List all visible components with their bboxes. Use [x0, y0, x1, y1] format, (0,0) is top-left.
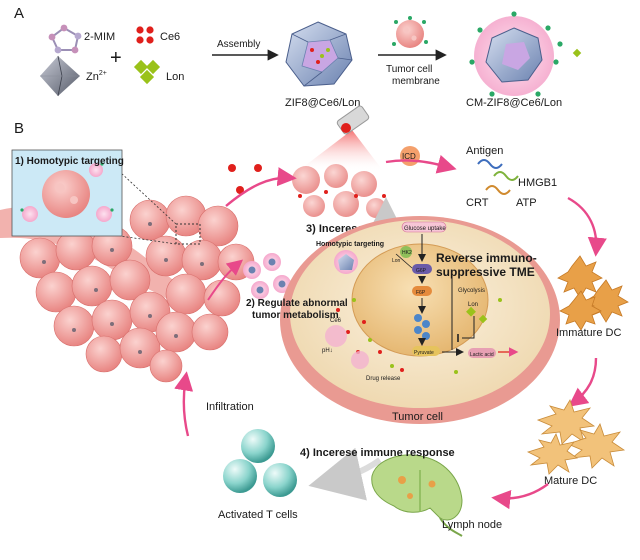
reagent-zn: Zn2+ [86, 70, 107, 83]
ph-label: pH↓ [322, 348, 333, 354]
f6p-label: F6P [416, 290, 426, 296]
homotypic-box-label: 1) Homotypic targeting [15, 156, 124, 167]
drug-release-label: Drug release [366, 376, 401, 382]
arrow-to-regulate [207, 259, 244, 301]
zn-octahedron-icon [40, 55, 80, 97]
product-zif8: ZIF8@Ce6/Lon [285, 97, 360, 109]
activated-t-cells [223, 429, 297, 497]
reagent-2-mim: 2-MIM [84, 31, 115, 43]
laser-icon [336, 105, 370, 135]
arrow-to-tcells [308, 447, 382, 501]
step2-label-line2: membrane [392, 76, 440, 87]
icd-label: ICD [402, 152, 416, 161]
reagent-lon: Lon [166, 71, 184, 83]
hk2-label: HK2 [402, 250, 412, 256]
mature-dc-label: Mature DC [544, 475, 597, 487]
plus-sign: + [110, 47, 122, 69]
infiltration-label: Infiltration [206, 401, 254, 413]
pdt-cell-debris [292, 164, 386, 218]
antigen-label: Antigen [466, 145, 503, 157]
tumor-cell-label: Tumor cell [392, 411, 443, 423]
glycolysis-label: Glycolysis [458, 288, 485, 294]
arrow-to-damps [385, 154, 457, 174]
step4-increase-immune: 4) Incerese immune response [300, 447, 455, 459]
endocytosed-particles [325, 250, 369, 369]
lactic-acid-label: Lactic acid [470, 352, 494, 358]
reagent-ce6: Ce6 [160, 31, 180, 43]
pyruvate-label: Pyruvate [414, 350, 434, 356]
tumor-mass [19, 195, 255, 383]
zif8-particle-icon [285, 21, 353, 87]
lymph-node-label: Lymph node [442, 519, 502, 531]
lon-uptake-label: Lon [392, 258, 401, 264]
incoming-nanoparticles [243, 253, 291, 299]
arrow-to-pdt [225, 167, 297, 207]
activated-t-cells-label: Activated T cells [218, 509, 298, 521]
g6p-label: G6P [416, 268, 427, 274]
arrow-to-lymph-node [491, 483, 549, 510]
product-cm-zif8: CM-ZIF8@Ce6/Lon [466, 97, 562, 109]
cm-zif8-particle-icon [469, 11, 582, 97]
lon-small-label: Lon [468, 302, 478, 308]
step2-regulate-line1: 2) Regulate abnormal [246, 298, 348, 309]
panel-b-label: B [14, 120, 24, 137]
glycolysis-pathway [395, 221, 519, 358]
homotypic-small-label: Homotypic targeting [316, 241, 384, 248]
tumor-membrane-icon [392, 16, 428, 48]
assembly-label: Assembly [217, 39, 260, 50]
immature-dc-label: Immature DC [556, 327, 621, 339]
zoom-line-top [119, 171, 177, 225]
reverse-tme-line1: Reverse immuno- [436, 251, 537, 265]
lon-diamonds-icon [133, 59, 161, 85]
arrow-to-immature-dc [567, 196, 607, 257]
immature-dc-cells [557, 255, 629, 331]
reverse-tme-line2: suppressive TME [436, 265, 535, 279]
damp-molecules [477, 159, 519, 195]
step2-regulate-line2: tumor metabolism [252, 310, 339, 321]
homotypic-inset [11, 149, 123, 237]
crt-label: CRT [466, 197, 489, 209]
atp-label: ATP [516, 197, 537, 209]
light-beam [302, 130, 384, 172]
hmgb1-label: HMGB1 [518, 177, 557, 189]
ce6-small-label: Ce6 [330, 318, 342, 324]
lymph-node [371, 454, 463, 537]
zoom-region-box [175, 223, 201, 245]
step2-label-line1: Tumor cell [386, 64, 432, 75]
zoom-line-bottom [119, 235, 177, 245]
glucose-uptake-label: Glucose uptake [404, 226, 446, 232]
ce6-dots-icon [136, 26, 154, 44]
ce6-release-dots [228, 164, 262, 194]
arrow-infiltration [174, 371, 194, 437]
panel-a-label: A [14, 5, 24, 22]
arrow-to-mature-dc [568, 357, 598, 407]
2-mim-icon [48, 24, 82, 54]
mature-dc-cells [526, 399, 626, 475]
